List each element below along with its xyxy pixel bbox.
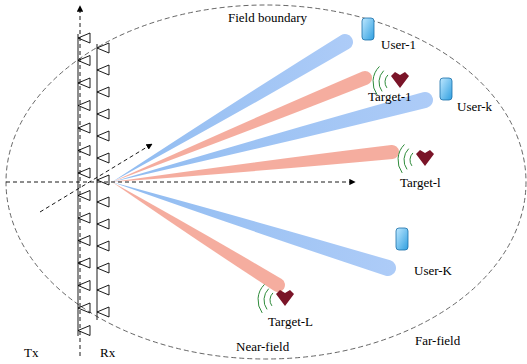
label: Target-L xyxy=(268,315,313,328)
field-boundary xyxy=(6,5,526,359)
beam xyxy=(112,182,285,292)
echo-waves xyxy=(258,66,413,312)
antenna-arrays xyxy=(78,33,109,336)
beams xyxy=(112,34,433,292)
target-symbol xyxy=(416,150,434,166)
label: Near-field xyxy=(236,340,289,353)
label: User-1 xyxy=(381,38,416,51)
user-phone xyxy=(396,228,408,250)
beam xyxy=(112,182,396,276)
label: User-k xyxy=(457,100,492,113)
label: Tx xyxy=(24,346,38,359)
label: Far-field xyxy=(415,334,460,347)
devices xyxy=(276,18,452,306)
user-phone xyxy=(362,18,374,40)
label: Field boundary xyxy=(228,11,307,24)
beam xyxy=(112,92,433,182)
beam xyxy=(112,145,399,182)
target-symbol xyxy=(276,290,294,306)
label: Rx xyxy=(100,346,115,359)
label: Target-1 xyxy=(368,90,412,103)
label: User-K xyxy=(414,264,452,277)
user-phone xyxy=(440,78,452,100)
label: Target-l xyxy=(400,176,441,189)
target-symbol xyxy=(391,72,409,88)
axes xyxy=(6,6,355,356)
